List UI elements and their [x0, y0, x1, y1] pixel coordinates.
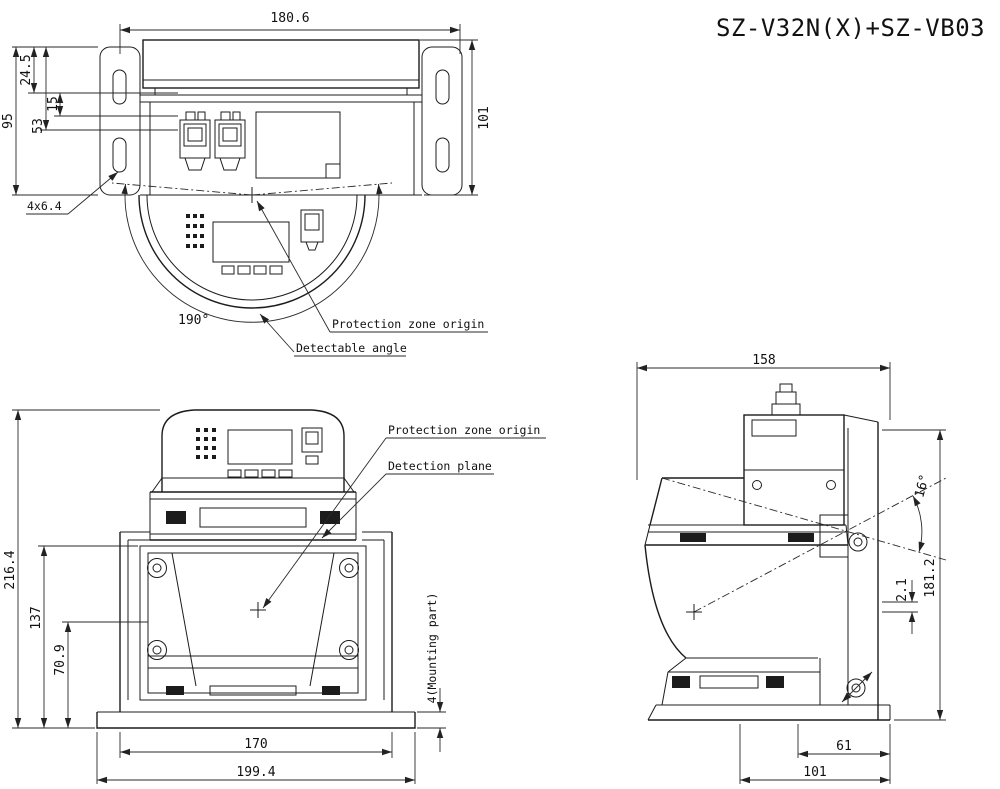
label-text-detection-plane: Detection plane: [388, 459, 492, 473]
top-view-outline: [99, 39, 463, 309]
dim-180-6: 180.6: [119, 11, 461, 54]
front-view-bracket: [96, 531, 416, 729]
label-protection-zone-origin-front: Protection zone origin: [262, 423, 546, 609]
dim-text-216-4: 216.4: [3, 550, 18, 589]
top-view-connectors: [179, 111, 341, 179]
dim-text-53: 53: [31, 118, 46, 134]
dim-text-180-6: 180.6: [270, 11, 309, 26]
drawing-title: SZ-V32N(X)+SZ-VB03: [716, 14, 985, 42]
dim-95: 95: [1, 46, 98, 196]
top-view: 180.6 95 24.5 53 15 101: [1, 11, 492, 357]
dim-text-170: 170: [244, 737, 267, 752]
dim-2-1: 2.1: [882, 578, 918, 634]
label-detectable-angle: Detectable angle: [259, 313, 407, 357]
label-detection-plane: Detection plane: [321, 459, 494, 539]
dim-137: 137: [29, 545, 138, 728]
front-view: 216.4 137 70.9 170 199.4: [3, 409, 546, 784]
side-view-detection-lines: 16°: [661, 473, 947, 620]
dim-text-137: 137: [29, 606, 44, 629]
dim-101-side: 101: [739, 724, 890, 784]
front-view-window-band: [149, 491, 357, 541]
dim-53: 53: [31, 47, 178, 134]
label-text-origin-top: Protection zone origin: [332, 317, 484, 331]
side-view-bracket: [647, 414, 891, 721]
label-text-origin-front: Protection zone origin: [388, 423, 540, 437]
dim-101-top: 101: [420, 39, 492, 196]
dim-text-181-2: 181.2: [923, 558, 938, 597]
dim-text-24-5: 24.5: [19, 54, 34, 85]
dim-170: 170: [119, 732, 393, 758]
dim-text-101-side: 101: [803, 765, 826, 780]
dim-text-16deg: 16°: [912, 473, 933, 500]
dim-24-5: 24.5: [19, 47, 178, 94]
dim-61: 61: [797, 724, 891, 784]
dim-158: 158: [636, 353, 891, 480]
dim-70-9: 70.9: [53, 621, 148, 728]
dim-text-61: 61: [836, 739, 852, 754]
dim-text-70-9: 70.9: [53, 644, 68, 675]
dim-text-199-4: 199.4: [236, 765, 275, 780]
side-view-body: [644, 383, 849, 706]
detectable-angle-arc: [111, 182, 393, 323]
dim-slot-4x6-4: 4x6.4: [26, 171, 119, 215]
dim-text-190: 190°: [178, 313, 209, 328]
dim-text-158: 158: [752, 353, 775, 368]
label-text-detectable-angle: Detectable angle: [296, 341, 407, 355]
dim-181-2: 181.2: [882, 429, 946, 721]
dim-text-2-1: 2.1: [895, 578, 910, 601]
dim-216-4: 216.4: [3, 409, 160, 729]
dim-text-slot: 4x6.4: [27, 199, 62, 213]
side-view: 16° 158 181.2 2.1 61: [636, 353, 947, 784]
dim-190-degrees: 190°: [178, 313, 209, 328]
dim-199-4: 199.4: [96, 732, 416, 784]
front-view-head: [151, 409, 355, 493]
dim-mounting-part: 4(Mounting part): [417, 593, 446, 752]
dim-text-mounting: 4(Mounting part): [425, 593, 439, 704]
dim-text-95: 95: [1, 113, 16, 129]
dim-text-101-top: 101: [477, 106, 492, 129]
top-view-display-panel: [186, 187, 324, 275]
dim-15: 15: [46, 93, 178, 117]
dim-text-15: 15: [46, 96, 61, 112]
label-protection-zone-origin-top: Protection zone origin: [256, 200, 488, 333]
